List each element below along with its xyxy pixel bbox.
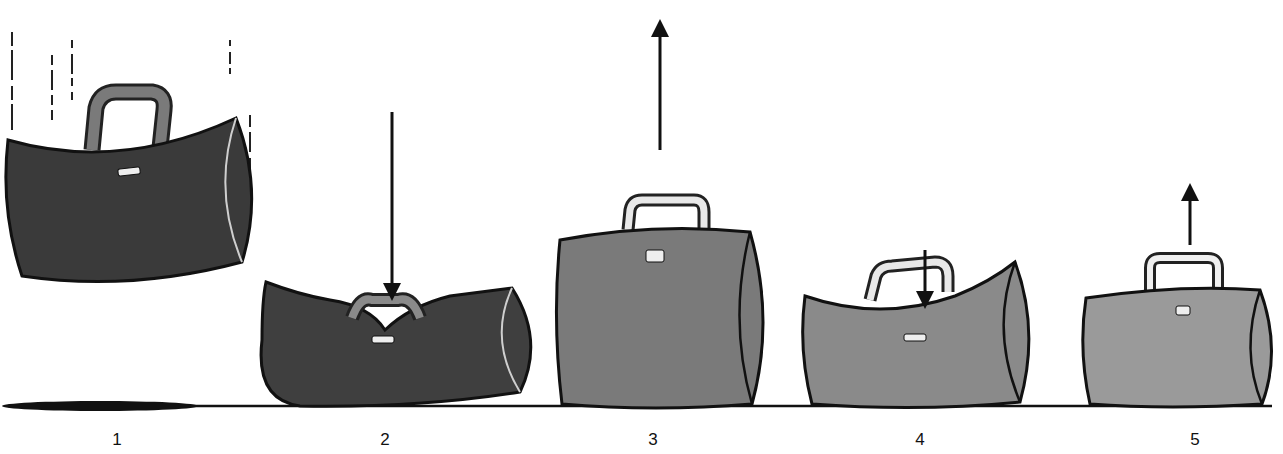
bag-body (803, 262, 1029, 408)
bag-body (6, 118, 252, 282)
callout-number: 4 (900, 430, 940, 450)
bag-handle-fill (352, 299, 420, 318)
bag-plate (904, 334, 926, 341)
bag-squashed (261, 112, 531, 406)
motion-arrow-up (1189, 192, 1192, 245)
bag-handle (628, 200, 704, 230)
bag-body (556, 228, 763, 408)
bag-plate (118, 167, 141, 176)
bag-end (225, 118, 242, 262)
bag-handle (870, 262, 948, 300)
bag-end (1004, 262, 1020, 402)
bag-body (261, 282, 531, 406)
motion-line (11, 32, 13, 130)
motion-line (51, 55, 53, 120)
bag-plate (372, 336, 394, 343)
bag-rebound-small (1083, 192, 1272, 407)
shadow (2, 401, 198, 411)
bag-handle (92, 92, 164, 150)
bag-handle-fill (628, 200, 704, 230)
bag-plate (1176, 306, 1190, 315)
motion-line (71, 40, 73, 100)
bag-body (1083, 288, 1272, 407)
bag-rebound (556, 28, 763, 408)
motion-arrow-down (391, 112, 394, 292)
callout-number: 5 (1175, 430, 1215, 450)
callout-number: 1 (97, 430, 137, 450)
bag-end (502, 288, 520, 392)
motion-arrow-up (659, 28, 662, 150)
bag-squashed-small (803, 250, 1029, 408)
motion-arrow-down (924, 250, 927, 300)
motion-line (229, 40, 231, 80)
bag-handle-fill (92, 92, 164, 150)
bag-plate (646, 250, 664, 262)
bag-handle-fill (870, 262, 948, 300)
callout-number: 3 (633, 430, 673, 450)
callout-number: 2 (365, 430, 405, 450)
bag-handle (352, 299, 420, 318)
bag-end (739, 232, 752, 404)
bag-falling (6, 92, 252, 282)
bag-end (1250, 290, 1262, 404)
